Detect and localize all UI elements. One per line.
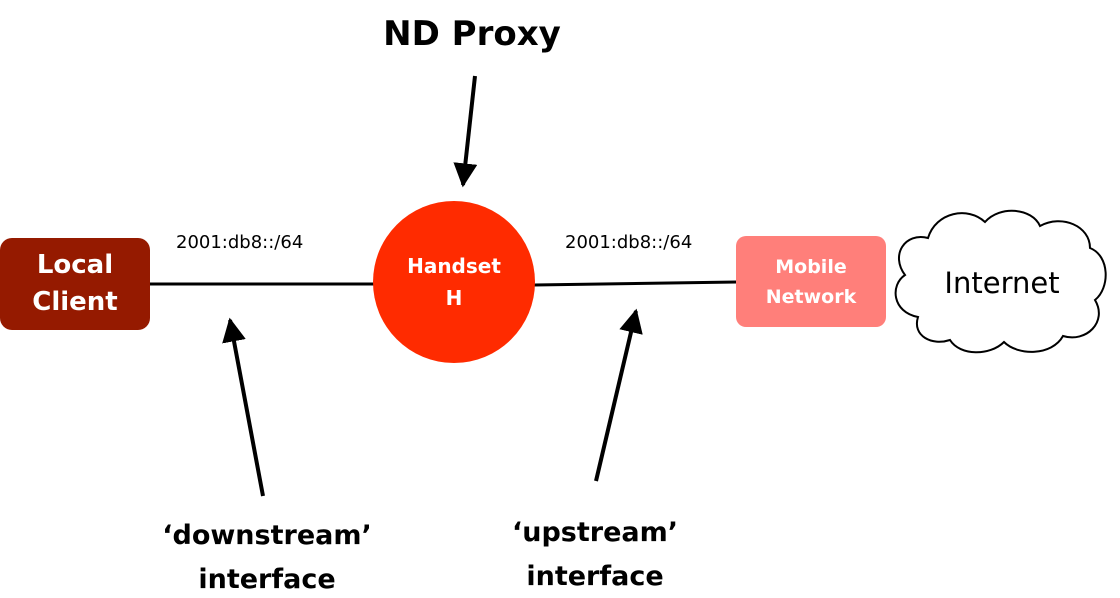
proxy-arrow: [453, 75, 478, 188]
diagram-title: ND Proxy: [383, 14, 561, 54]
upstream-arrow: [594, 308, 643, 482]
downstream-interface-line2: interface: [198, 564, 336, 595]
upstream-interface-line2: interface: [526, 561, 664, 592]
local-client-label-line1: Local: [36, 250, 114, 280]
downstream-arrow: [222, 317, 265, 497]
mobile-network-node: Mobile Network: [736, 236, 886, 327]
local-client-label-line2: Client: [32, 287, 118, 317]
link-handset-mobile: [533, 280, 738, 287]
handset-label-line2: H: [445, 286, 463, 310]
downstream-interface-line1: ‘downstream’: [162, 520, 372, 551]
upstream-interface-label: ‘upstream’ interface: [490, 511, 700, 598]
upstream-prefix-label: 2001:db8::/64: [565, 232, 693, 253]
downstream-prefix-label: 2001:db8::/64: [176, 232, 304, 253]
internet-cloud: [894, 209, 1107, 354]
handset-label-line1: Handset: [407, 254, 501, 278]
downstream-interface-label: ‘downstream’ interface: [150, 514, 384, 598]
upstream-interface-line1: ‘upstream’: [511, 517, 679, 548]
mobile-network-label-line2: Network: [765, 285, 857, 308]
internet-label: Internet: [944, 266, 1060, 300]
handset-node: Handset H: [373, 201, 535, 363]
local-client-node: Local Client: [0, 238, 150, 330]
mobile-network-label-line1: Mobile: [775, 255, 847, 278]
